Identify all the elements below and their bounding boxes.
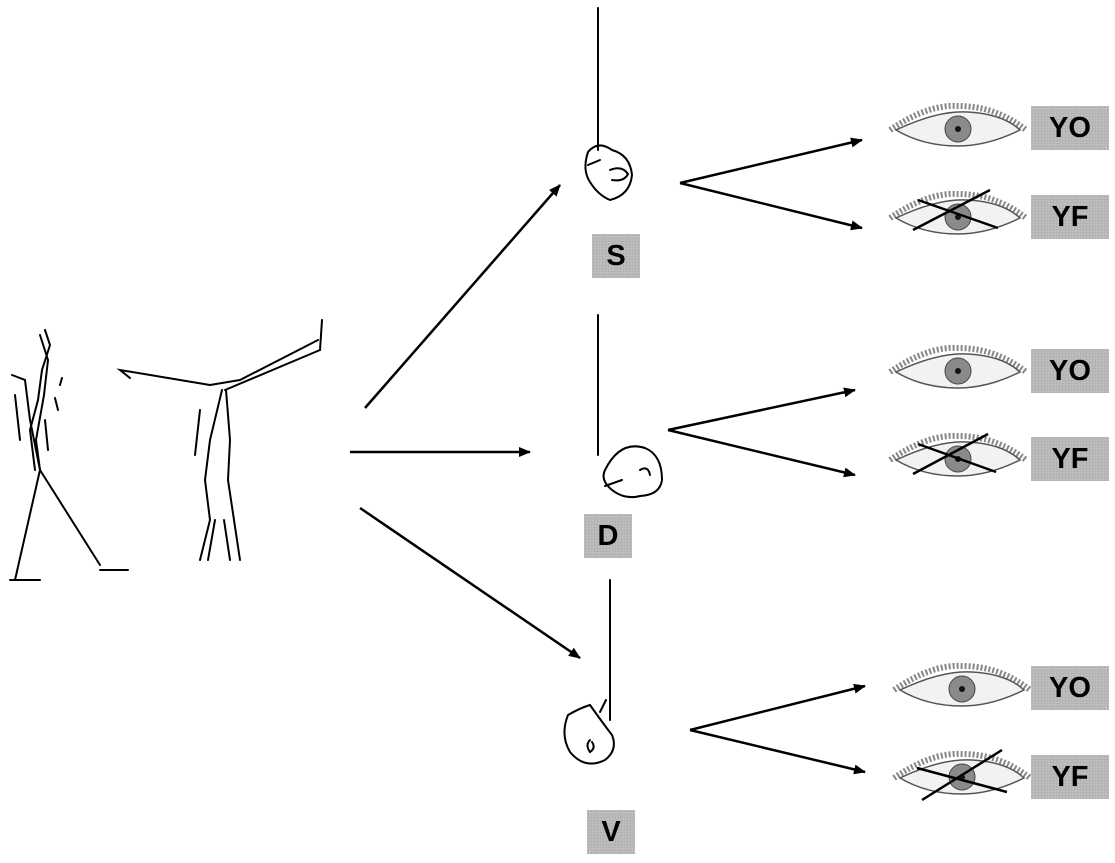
arrow-d-yf <box>667 428 856 478</box>
condition-label-s: S <box>592 234 640 278</box>
eye-state-label-yo: YO <box>1031 349 1109 393</box>
head-s-icon <box>584 7 634 202</box>
condition-label-d: D <box>584 514 632 558</box>
eye-closed-crossed-icon <box>890 434 1026 476</box>
eye-open-icon <box>894 666 1030 706</box>
eye-open-icon <box>890 106 1026 146</box>
arrow-d-yo <box>667 387 856 432</box>
condition-label-v: V <box>587 810 635 854</box>
arrow-s-yf <box>679 181 863 231</box>
head-v-icon <box>563 579 615 765</box>
eye-open-icon <box>890 348 1026 388</box>
eye-state-label-yf: YF <box>1031 437 1109 481</box>
arrow-to-s <box>364 184 561 409</box>
head-d-icon <box>597 314 664 499</box>
eye-closed-crossed-icon <box>894 748 1030 802</box>
arrow-v-yo <box>689 683 866 732</box>
eye-state-label-yo: YO <box>1031 666 1109 710</box>
eye-state-label-yf: YF <box>1031 195 1109 239</box>
eye-state-label-yo: YO <box>1031 106 1109 150</box>
arrow-to-v <box>359 506 581 660</box>
kicking-figure-icon <box>116 319 323 561</box>
arrow-s-yo <box>679 137 863 185</box>
eye-state-label-yf: YF <box>1031 755 1109 799</box>
eye-closed-crossed-icon <box>890 188 1026 234</box>
walking-figure-icon <box>9 329 129 581</box>
arrow-v-yf <box>689 728 866 775</box>
